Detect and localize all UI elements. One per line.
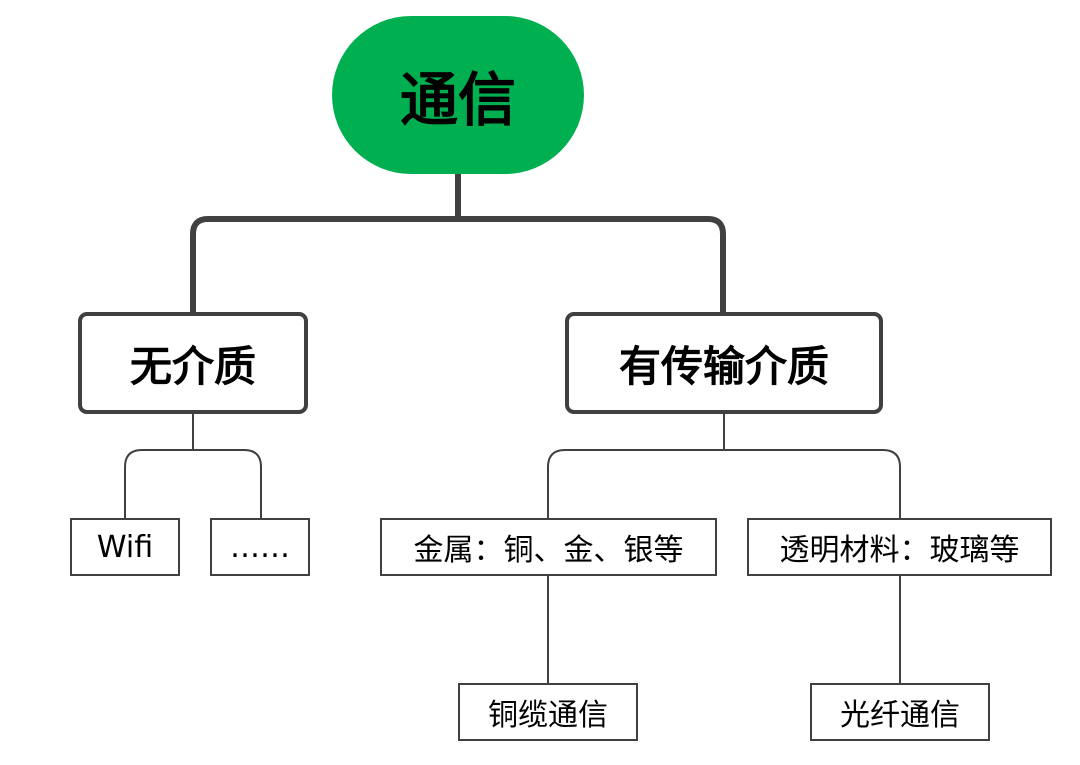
branch-node-wireless: 无介质 xyxy=(78,312,308,414)
root-node: 通信 xyxy=(332,16,584,174)
connector-wuji-children xyxy=(124,449,262,518)
leaf-node-ellipsis: …… xyxy=(210,518,310,576)
leaf-node-copper-cable: 铜缆通信 xyxy=(458,683,638,741)
leaf-node-transparent-material: 透明材料：玻璃等 xyxy=(747,518,1052,576)
leaf-node-copper-cable-label: 铜缆通信 xyxy=(488,698,608,733)
branch-node-wired: 有传输介质 xyxy=(565,312,883,414)
connector-youji-children xyxy=(547,449,901,518)
root-node-label: 通信 xyxy=(399,66,516,134)
branch-node-wired-label: 有传输介质 xyxy=(618,341,829,391)
leaf-node-transparent-material-label: 透明材料：玻璃等 xyxy=(779,533,1020,568)
leaf-node-wifi: Wifi xyxy=(70,518,180,576)
leaf-node-ellipsis-label: …… xyxy=(230,529,290,565)
branch-node-wireless-label: 无介质 xyxy=(129,341,256,391)
leaf-node-wifi-label: Wifi xyxy=(96,529,154,565)
leaf-node-metal: 金属：铜、金、银等 xyxy=(380,518,717,576)
leaf-node-fiber-optic: 光纤通信 xyxy=(810,683,990,741)
leaf-node-metal-label: 金属：铜、金、银等 xyxy=(413,533,684,568)
leaf-node-fiber-optic-label: 光纤通信 xyxy=(840,698,960,733)
connector-root-branch-bar xyxy=(190,216,726,312)
